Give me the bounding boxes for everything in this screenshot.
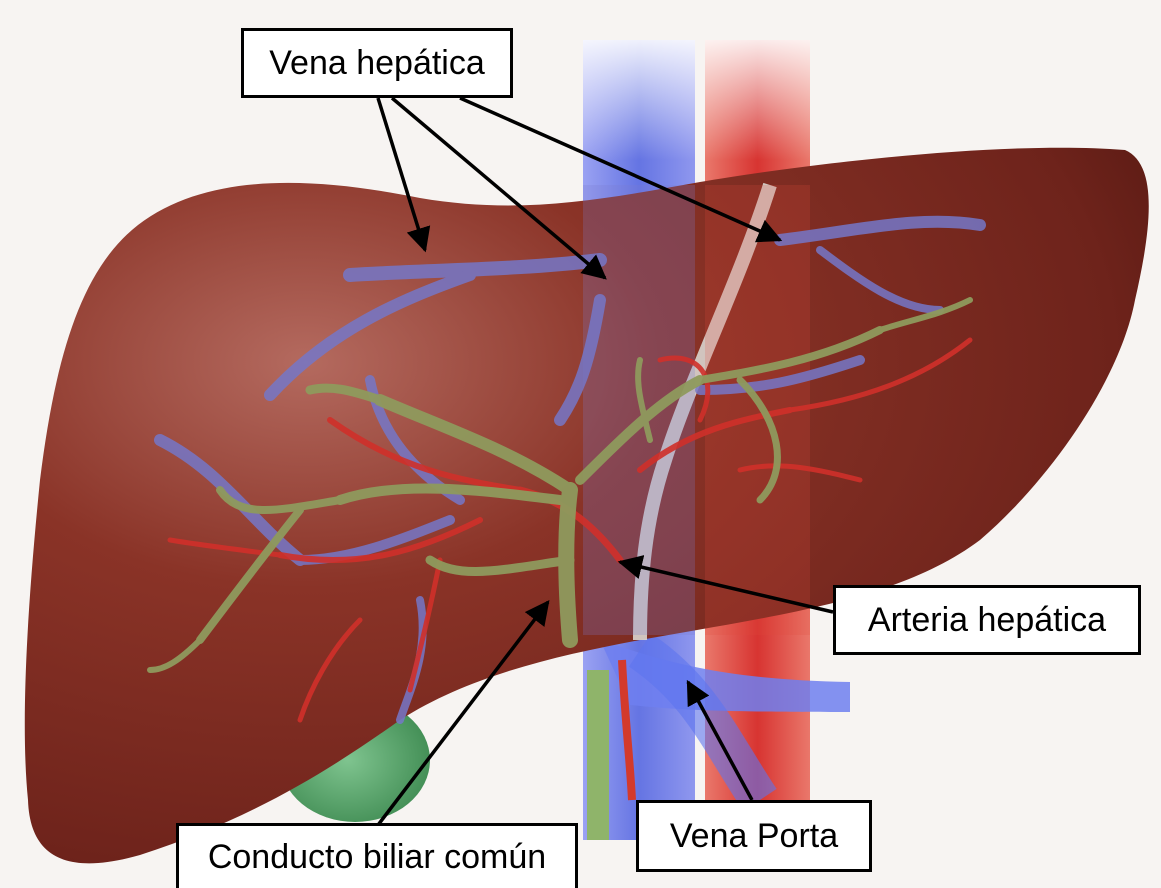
label-arteria-hepatica: Arteria hepática [833, 585, 1141, 655]
label-conducto-biliar-comun: Conducto biliar común [176, 823, 578, 888]
label-vena-hepatica: Vena hepática [241, 28, 513, 98]
label-vena-porta: Vena Porta [636, 800, 872, 872]
